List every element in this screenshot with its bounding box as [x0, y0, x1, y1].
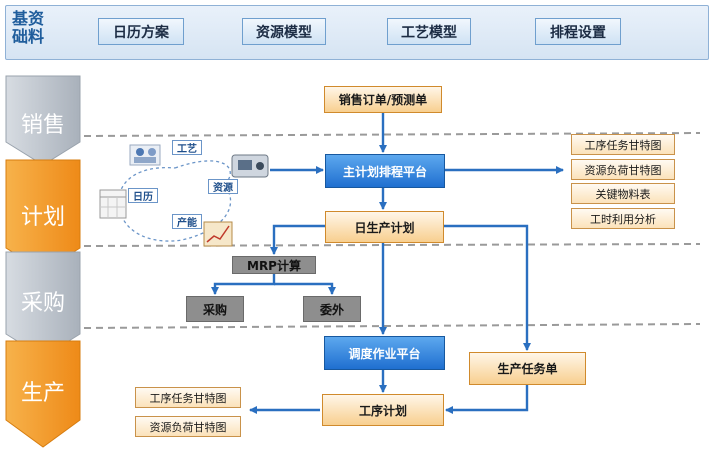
outsource-node[interactable]: 委外 [303, 296, 361, 322]
production-task-node[interactable]: 生产任务单 [469, 352, 586, 385]
report-work-hour-analysis[interactable]: 工时利用分析 [571, 208, 675, 229]
cycle-label-capacity: 产能 [172, 214, 202, 229]
planning-cycle-arc [118, 160, 232, 242]
stage-label-plan: 计划 [20, 205, 65, 230]
stage-chevron-sales [5, 75, 81, 166]
cycle-label-process: 工艺 [172, 140, 202, 155]
basic-data-title: 基资 础料 [12, 10, 56, 46]
stage-chevron-production [5, 340, 81, 448]
calendar-icon [99, 189, 127, 219]
master-scheduling-node[interactable]: 主计划排程平台 [325, 154, 445, 188]
process-model-button[interactable]: 工艺模型 [387, 18, 471, 45]
separator-line [83, 243, 701, 247]
arrow-mrp-to-outsource [274, 282, 336, 295]
bottom-report-process-gantt[interactable]: 工序任务甘特图 [135, 387, 241, 408]
people-icon [129, 144, 161, 166]
report-key-materials[interactable]: 关键物料表 [571, 183, 675, 204]
arrow-daily-to-task [444, 224, 531, 351]
arrow-daily-to-mrp [270, 224, 325, 255]
basic-data-title-line2: 础料 [12, 27, 45, 46]
arrow-mrp-to-purchase [211, 274, 276, 295]
sales-order-node[interactable]: 销售订单/预测单 [324, 86, 442, 113]
arrow-task-to-process [445, 385, 529, 414]
resource-model-button[interactable]: 资源模型 [242, 18, 326, 45]
cycle-label-calendar: 日历 [128, 188, 158, 203]
separator-line [83, 132, 701, 137]
scheduling-settings-button[interactable]: 排程设置 [535, 18, 621, 45]
stage-label-purchase: 采购 [20, 291, 65, 316]
dispatch-platform-node[interactable]: 调度作业平台 [324, 336, 445, 370]
report-process-gantt[interactable]: 工序任务甘特图 [571, 134, 675, 155]
basic-data-title-line1: 基资 [12, 9, 45, 28]
report-resource-gantt[interactable]: 资源负荷甘特图 [571, 159, 675, 180]
separator-line [83, 323, 701, 329]
capacity-chart-icon [203, 221, 233, 247]
stage-label-sales: 销售 [20, 113, 65, 138]
process-plan-node[interactable]: 工序计划 [322, 394, 444, 426]
purchase-node[interactable]: 采购 [186, 296, 244, 322]
machine-icon [231, 154, 269, 178]
bottom-report-resource-gantt[interactable]: 资源负荷甘特图 [135, 416, 241, 437]
mrp-node[interactable]: MRP计算 [232, 256, 316, 274]
calendar-scheme-button[interactable]: 日历方案 [98, 18, 184, 45]
cycle-label-resource: 资源 [208, 179, 238, 194]
stage-label-production: 生产 [20, 381, 65, 406]
daily-plan-node[interactable]: 日生产计划 [325, 211, 444, 243]
